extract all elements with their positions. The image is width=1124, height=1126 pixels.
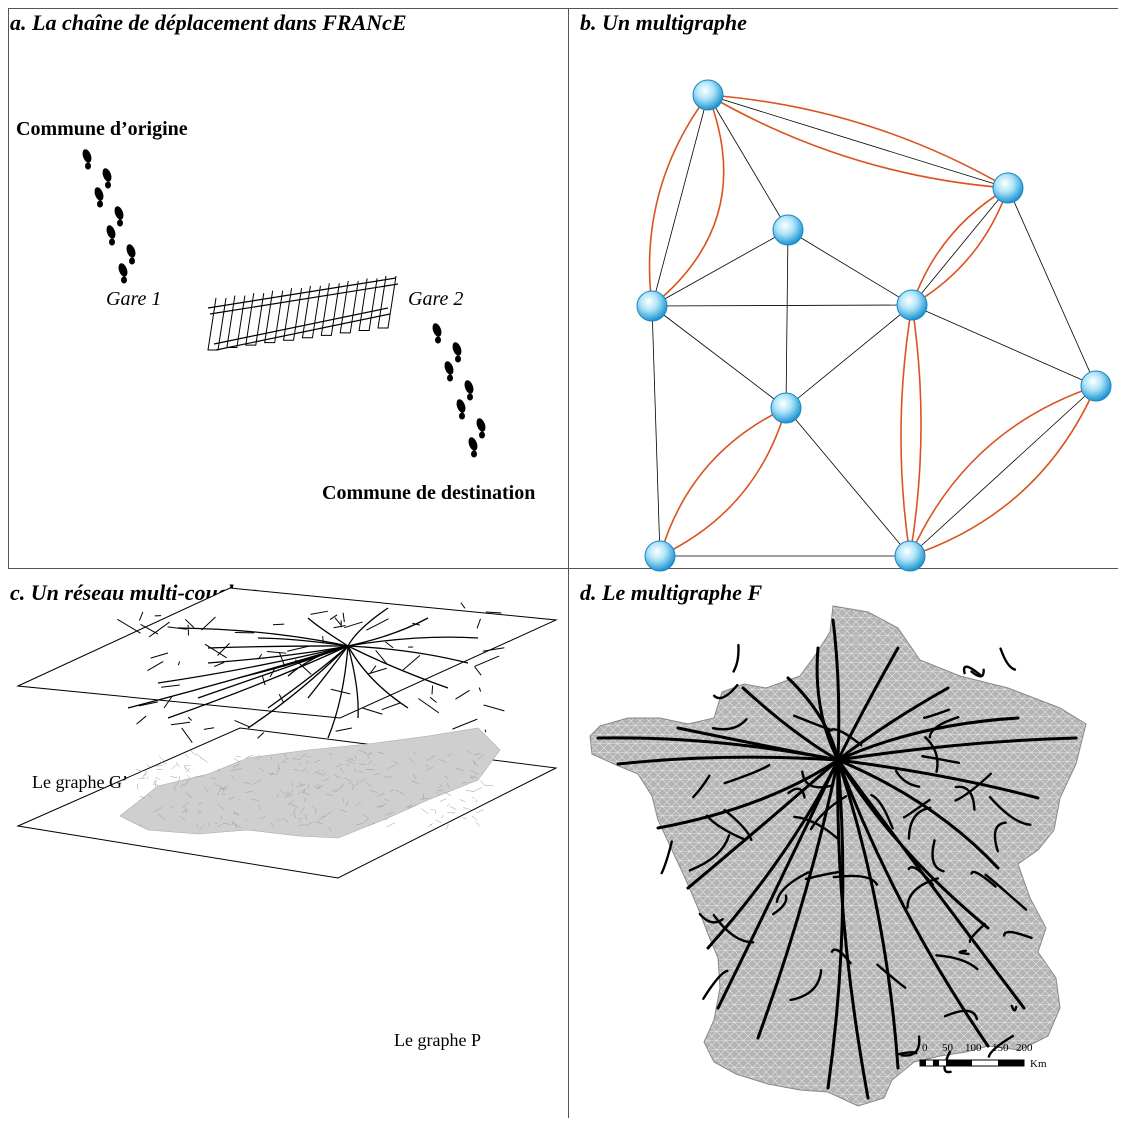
footprints-destination-icon [432, 323, 486, 458]
scale-bar [919, 1059, 1025, 1067]
layer-top-label: Le graphe G’ [32, 772, 128, 792]
destination-label: Commune de destination [322, 482, 536, 504]
multi-edge [911, 187, 1009, 306]
layer-bottom-label: Le graphe P [394, 1030, 481, 1050]
multilayer-network-diagram [16, 587, 558, 879]
graph-node [894, 540, 926, 572]
graph-node [772, 214, 804, 246]
footprints-origin-icon [82, 149, 136, 284]
multi-edge [900, 304, 913, 557]
scale-tick-200: 200 [1016, 1042, 1033, 1054]
graph-node [1080, 370, 1112, 402]
layer-top-plane [16, 587, 558, 719]
simple-edge [651, 305, 787, 409]
panel-a-drawing [82, 149, 486, 458]
rail-network-lines [596, 618, 1078, 1100]
simple-edge [785, 304, 913, 409]
scale-tick-50: 50 [942, 1042, 953, 1054]
graph-node [644, 540, 676, 572]
multigraph-diagram [636, 79, 1112, 572]
simple-edge [911, 187, 1009, 306]
station-1-label: Gare 1 [106, 288, 162, 310]
simple-edge [651, 305, 661, 557]
simple-edge [909, 385, 1097, 557]
scale-tick-100: 100 [965, 1042, 982, 1054]
graph-node [896, 289, 928, 321]
multi-edge [707, 94, 1009, 189]
multi-edge [651, 94, 725, 307]
scale-tick-150: 150 [992, 1042, 1009, 1054]
simple-edge [911, 304, 1097, 387]
figure-frame: a. La chaîne de déplacement dans FRANcE … [8, 8, 1118, 1118]
simple-edge [785, 407, 911, 557]
graph-node [992, 172, 1024, 204]
graph-node [636, 290, 668, 322]
simple-edge [707, 94, 789, 231]
graph-g-network [117, 602, 505, 743]
simple-edge [651, 304, 913, 307]
border-top [8, 8, 1118, 9]
multi-edge [909, 385, 1097, 557]
multi-edge [648, 94, 709, 307]
simple-edge [707, 94, 1009, 189]
origin-label: Commune d’origine [16, 118, 188, 140]
station-2-label: Gare 2 [408, 288, 464, 310]
france-multigraph-map [589, 605, 1087, 1107]
divider-horizontal [8, 568, 1118, 569]
panel-b-title: b. Un multigraphe [580, 10, 747, 35]
border-left [8, 8, 9, 568]
scale-unit: Km [1030, 1058, 1047, 1070]
panel-d-title: d. Le multigraphe F [580, 580, 763, 605]
scale-tick-0: 0 [922, 1042, 928, 1054]
panel-a-title: a. La chaîne de déplacement dans FRANcE [10, 10, 407, 35]
multi-edge [659, 407, 787, 557]
multi-edge [909, 304, 922, 557]
multi-edge [909, 385, 1097, 557]
multi-edge [659, 407, 787, 557]
simple-edge [1007, 187, 1097, 387]
graph-node [692, 79, 724, 111]
simple-edge [651, 229, 789, 307]
multi-edge [707, 94, 1009, 189]
railway-track-icon [207, 275, 399, 351]
multi-edge [911, 187, 1009, 306]
simple-edge [787, 229, 913, 306]
simple-edge [785, 229, 789, 409]
simple-edge [651, 94, 709, 307]
divider-vertical [568, 8, 569, 1118]
graph-node [770, 392, 802, 424]
graph-p-mesh [119, 727, 501, 839]
